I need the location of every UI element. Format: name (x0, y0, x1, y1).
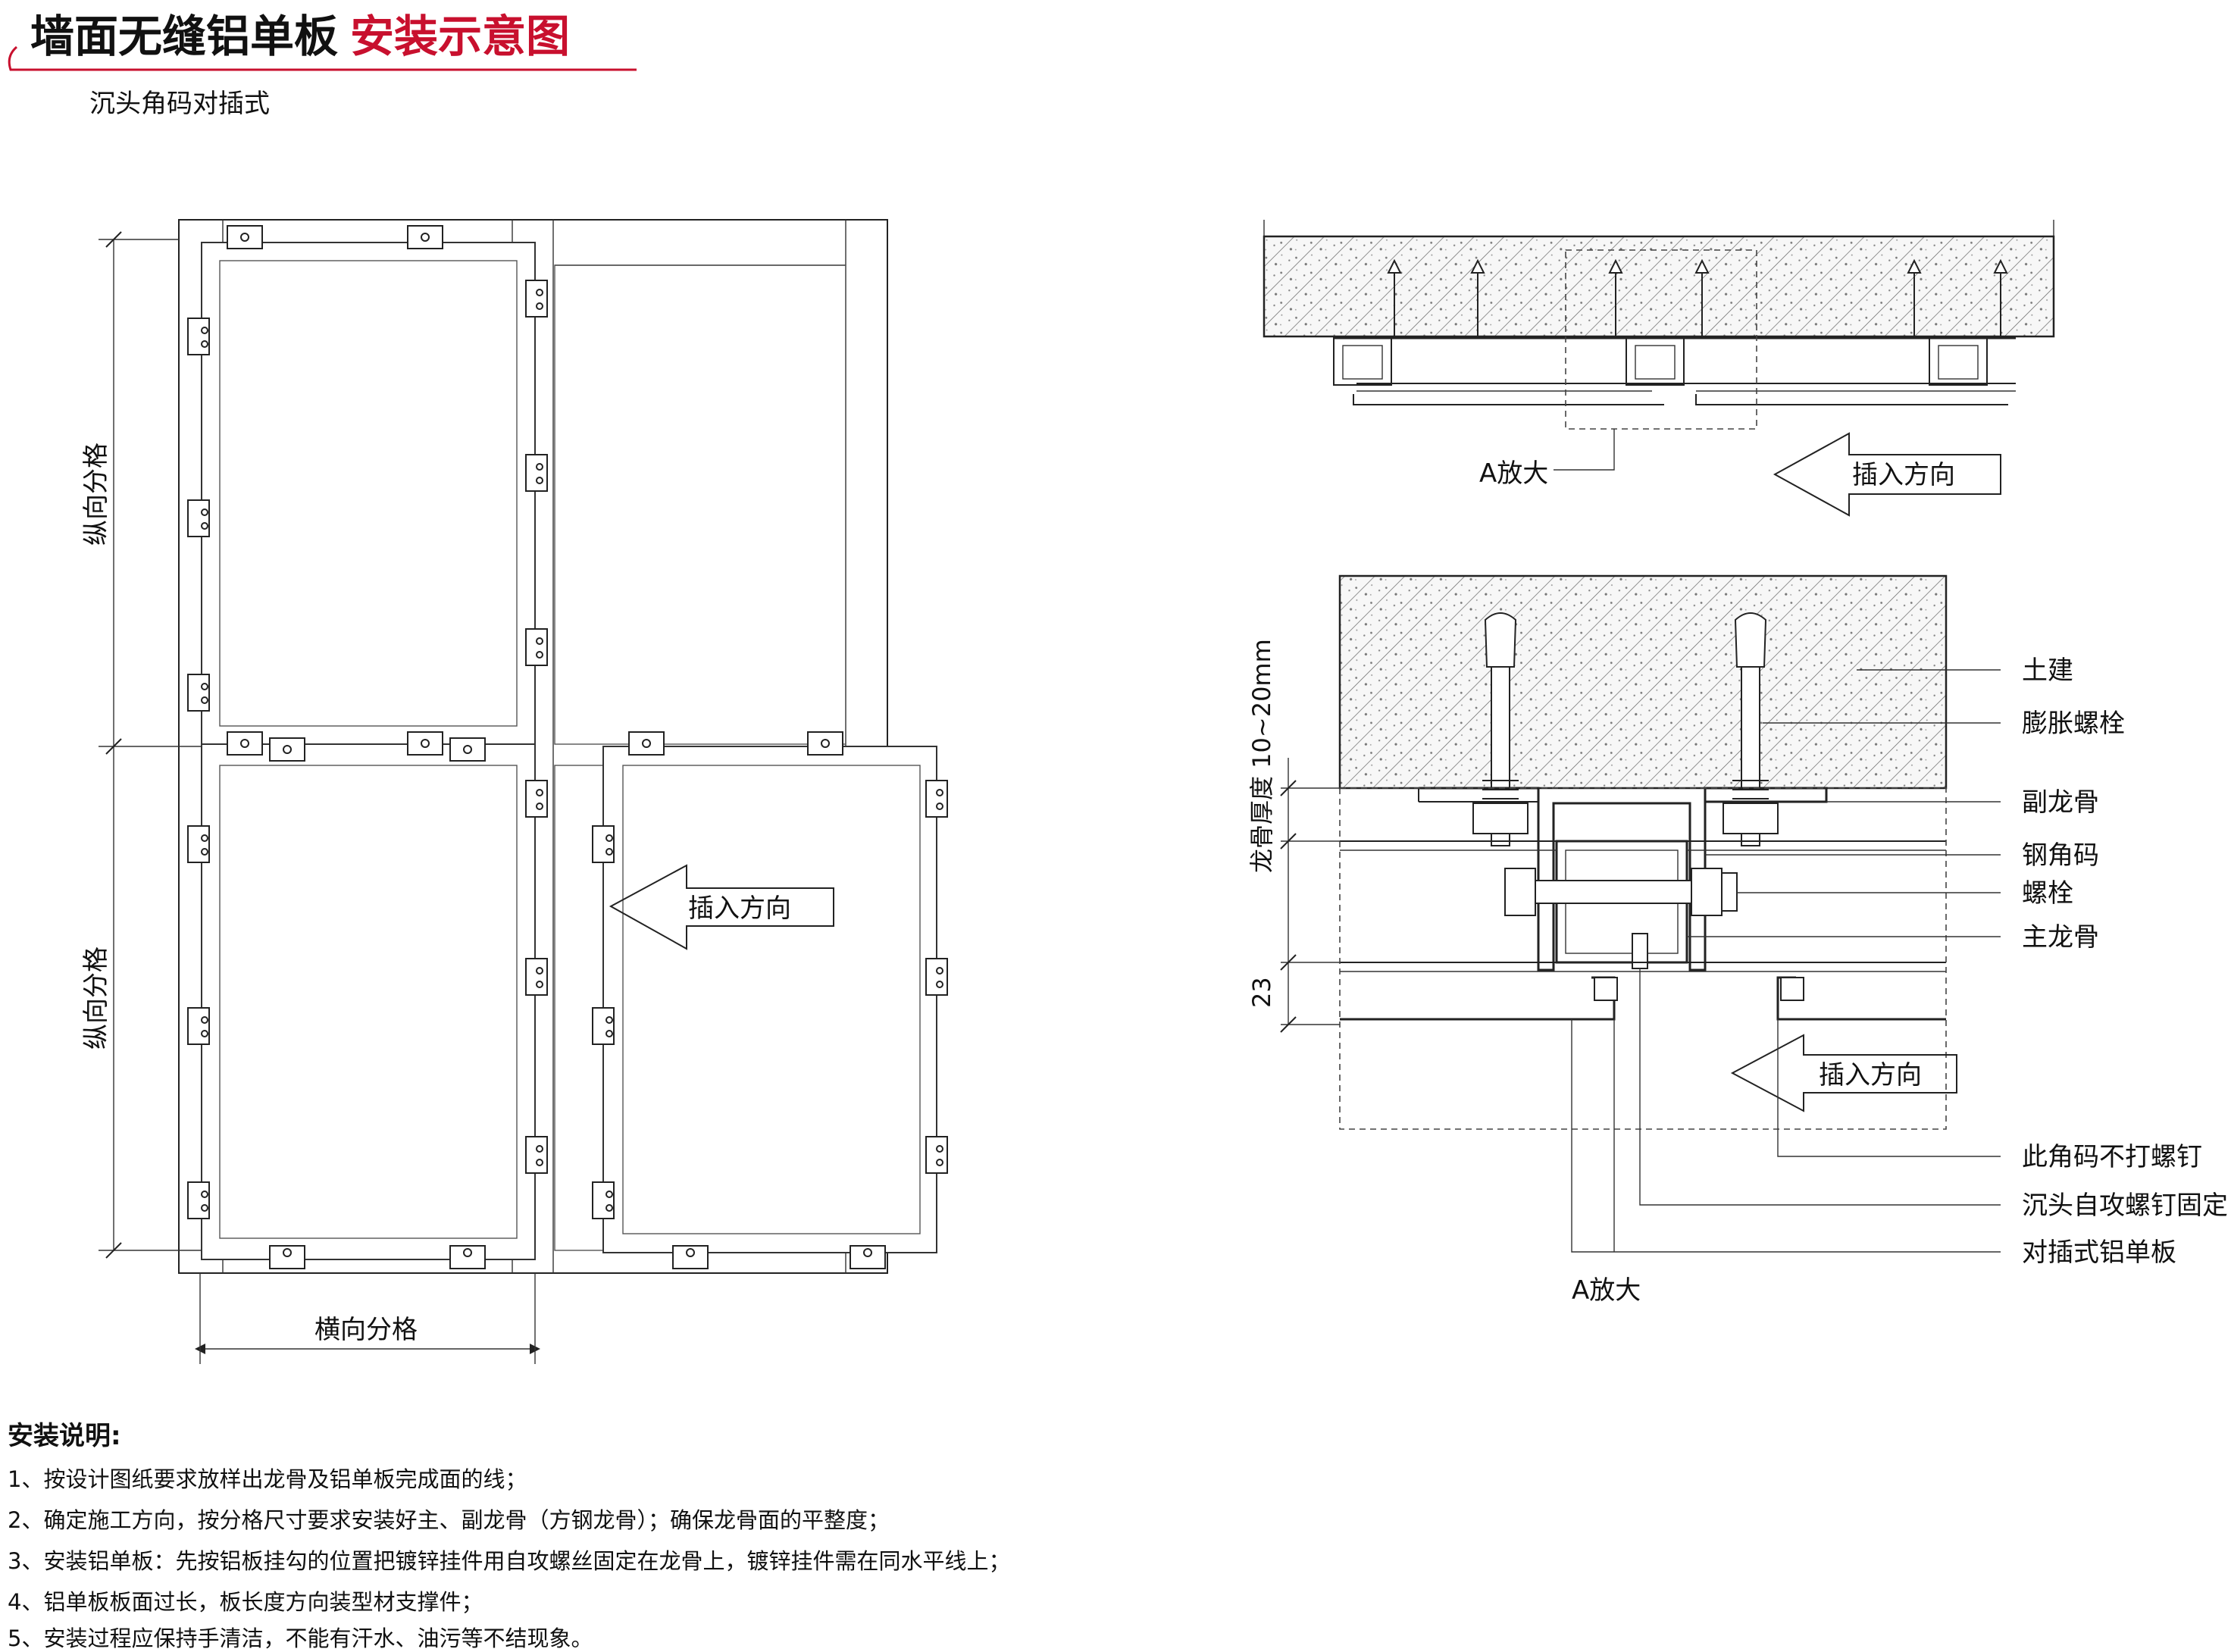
dim-23-label: 23 (1247, 977, 1276, 1008)
insert-direction-label-front: 插入方向 (688, 893, 791, 924)
callout-countersunk-screw: 沉头自攻螺钉固定 (2022, 1191, 2228, 1221)
clips (187, 225, 948, 1269)
panel-upper-left (201, 242, 536, 745)
note-item-2: 2、确定施工方向，按分格尺寸要求安装好主、副龙骨（方钢龙骨）；确保龙骨面的平整度… (8, 1507, 890, 1533)
top-section: A放大 插入方向 (1263, 220, 2055, 517)
page-title-accent: 安装示意图 (350, 11, 570, 62)
page-title: 墙面无缝铝单板 (30, 11, 338, 62)
front-view: 插入方向 纵向分格 纵向分格 横向分格 (81, 219, 948, 1364)
callout-expansion-bolt: 膨胀螺栓 (2022, 709, 2125, 739)
insert-arrow-top: 插入方向 (1773, 432, 2001, 517)
vertical-dimensions: 纵向分格 纵向分格 (81, 231, 202, 1259)
header: 墙面无缝铝单板 安装示意图 沉头角码对插式 (8, 11, 637, 119)
insert-arrow-detail: 插入方向 (1730, 1034, 1957, 1112)
insert-direction-label-top: 插入方向 (1852, 460, 1955, 490)
keel-thickness-dimension: 龙骨厚度 10~20mm 23 (1247, 639, 1340, 1033)
panel-lower-left (201, 743, 536, 1260)
notes-title: 安装说明: (8, 1421, 121, 1451)
note-item-3: 3、安装铝单板：先按铝板挂勾的位置把镀锌挂件用自攻螺丝固定在龙骨上，镀锌挂件需在… (8, 1548, 1010, 1574)
detail-a-callout-bottom: A放大 (1572, 1275, 1641, 1306)
panel-left-hook (1340, 976, 1616, 1021)
note-item-1: 1、按设计图纸要求放样出龙骨及铝单板完成面的线； (8, 1466, 527, 1492)
vertical-spacing-label-lower: 纵向分格 (81, 946, 111, 1050)
top-section-anchors (1333, 258, 2016, 405)
page-subtitle: 沉头角码对插式 (89, 89, 270, 119)
horizontal-dimension: 横向分格 (195, 1273, 540, 1364)
callout-no-screw: 此角码不打螺钉 (2022, 1142, 2202, 1172)
callout-bolt: 螺栓 (2022, 878, 2073, 909)
installation-notes: 安装说明: 1、按设计图纸要求放样出龙骨及铝单板完成面的线； 2、确定施工方向，… (8, 1421, 1010, 1651)
detail-a-box (1565, 249, 1757, 430)
callout-steel-angle: 钢角码 (2022, 840, 2099, 871)
callout-insert-panel: 对插式铝单板 (2022, 1237, 2176, 1268)
callout-labels: 土建 膨胀螺栓 副龙骨 钢角码 螺栓 主龙骨 此角码不打螺钉 沉头自攻螺钉固定 … (2022, 655, 2228, 1268)
panel-upper-right (554, 264, 846, 745)
leader-lines (1571, 669, 2001, 1253)
horizontal-spacing-label: 横向分格 (314, 1315, 418, 1345)
detail-concrete (1338, 574, 1948, 790)
note-item-4: 4、铝单板板面过长，板长度方向装型材支撑件； (8, 1589, 483, 1615)
insert-direction-label-detail: 插入方向 (1819, 1060, 1922, 1090)
note-item-5: 5、安装过程应保持手清洁，不能有汗水、油污等不结现象。 (8, 1625, 593, 1651)
insert-arrow-front: 插入方向 (609, 864, 834, 950)
callout-civil: 土建 (2022, 655, 2073, 686)
vertical-spacing-label-upper: 纵向分格 (81, 443, 111, 546)
keel-thickness-label: 龙骨厚度 10~20mm (1247, 639, 1276, 873)
panel-being-inserted (602, 746, 937, 1253)
header-underline (8, 45, 637, 71)
detail-section: 插入方向 龙骨厚度 10~20mm 23 (1247, 574, 2228, 1306)
detail-a-callout-top: A放大 (1479, 458, 1548, 489)
callout-main-keel: 主龙骨 (2022, 922, 2099, 953)
top-section-concrete (1263, 235, 2055, 338)
callout-sub-keel: 副龙骨 (2022, 787, 2099, 818)
